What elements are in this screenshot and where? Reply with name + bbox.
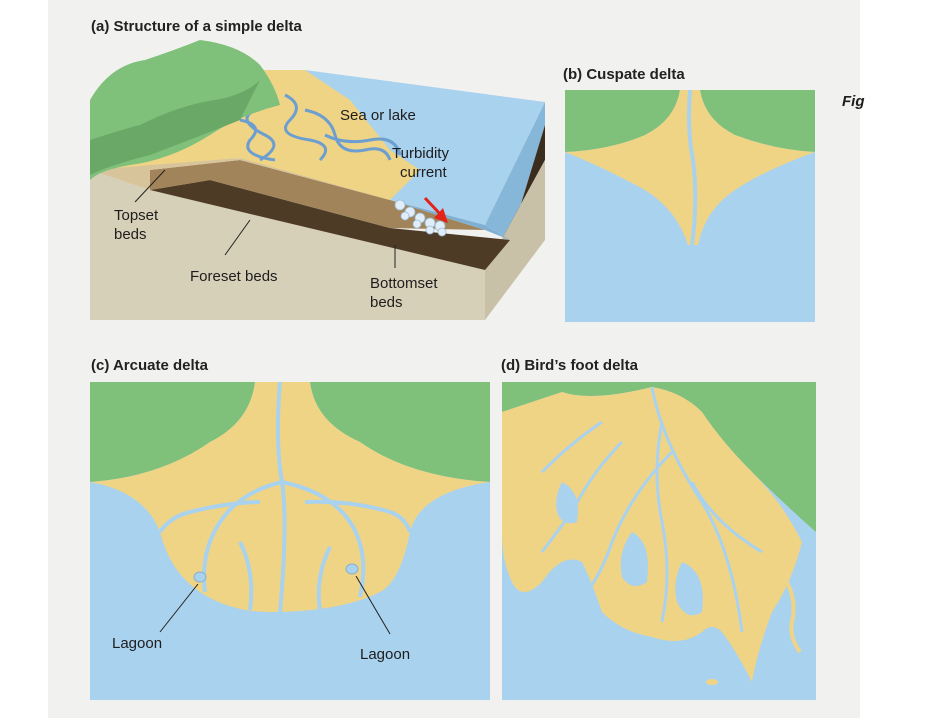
- label-sea-or-lake: Sea or lake: [340, 106, 416, 125]
- label-bottomset-1: Bottomset: [370, 274, 438, 293]
- panel-a-heading: (a) Structure of a simple delta: [91, 18, 302, 35]
- label-lagoon-left: Lagoon: [112, 634, 162, 653]
- label-topset-1: Topset: [114, 206, 158, 225]
- label-turbidity-1: Turbidity: [392, 144, 449, 163]
- lagoon-right-shape: [346, 564, 358, 574]
- label-topset-2: beds: [114, 225, 147, 244]
- label-bottomset-2: beds: [370, 293, 403, 312]
- margin-fig-text: Fig: [842, 92, 865, 111]
- panel-a-delta-block-diagram: [90, 40, 550, 325]
- panel-c-heading: (c) Arcuate delta: [91, 357, 208, 374]
- panel-b-heading: (b) Cuspate delta: [563, 66, 685, 83]
- lagoon-left-shape: [194, 572, 206, 582]
- label-turbidity-2: current: [400, 163, 447, 182]
- panel-d-heading: (d) Bird’s foot delta: [501, 357, 638, 374]
- label-lagoon-right: Lagoon: [360, 645, 410, 664]
- panel-b-cuspate-delta: [565, 90, 815, 322]
- label-foreset-beds: Foreset beds: [190, 267, 278, 286]
- panel-d-birds-foot-delta: [502, 382, 816, 700]
